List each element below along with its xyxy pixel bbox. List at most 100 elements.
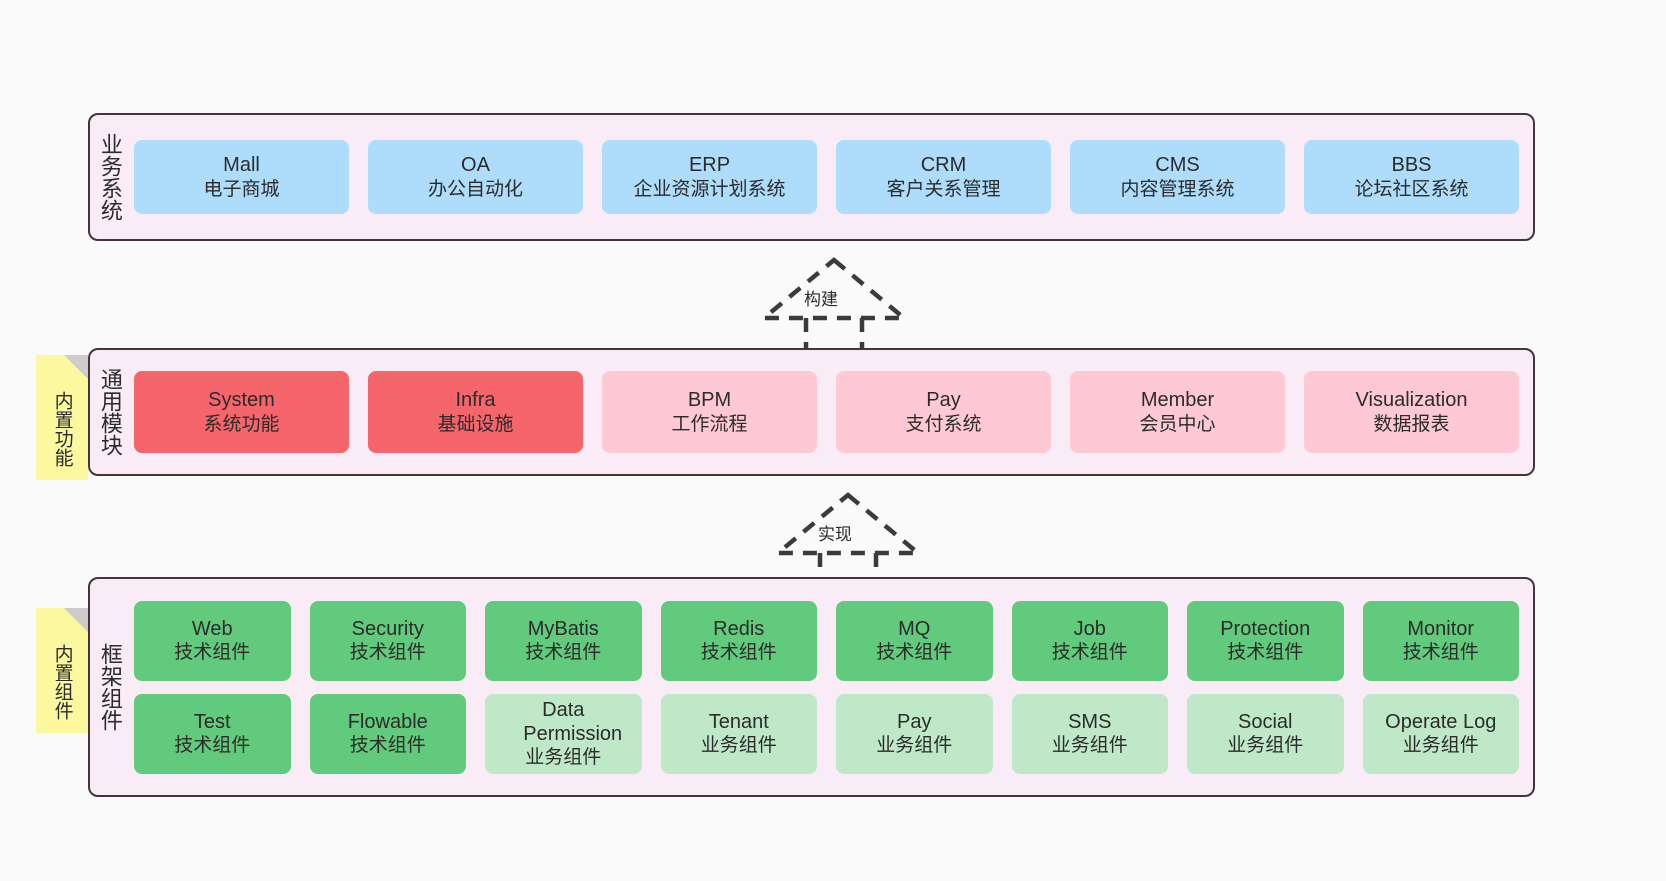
card-visualization[interactable]: Visualization 数据报表	[1304, 371, 1519, 453]
card-subtitle: 技术组件	[174, 642, 251, 664]
card-row: Mall 电子商城 OA 办公自动化 ERP 企业资源计划系统 CRM 客户关系…	[134, 140, 1519, 214]
card-subtitle: 业务组件	[1227, 735, 1304, 757]
card-subtitle: 技术组件	[876, 642, 953, 664]
card-title: Social	[1238, 710, 1293, 733]
card-title: Test	[193, 710, 231, 733]
card-infra[interactable]: Infra 基础设施	[368, 371, 583, 453]
layer-framework-component-body: Web 技术组件 Security 技术组件 MyBatis 技术组件 Redi…	[130, 579, 1533, 795]
card-row: System 系统功能 Infra 基础设施 BPM 工作流程 Pay 支付系统…	[134, 371, 1519, 453]
card-subtitle: 技术组件	[349, 642, 426, 664]
card-mybatis[interactable]: MyBatis 技术组件	[485, 600, 642, 681]
layer-framework-component: 框架组件 Web 技术组件 Security 技术组件 MyBatis 技术组件…	[88, 577, 1535, 797]
card-subtitle: 业务组件	[876, 735, 953, 757]
card-title: MyBatis	[527, 617, 599, 640]
card-subtitle: 基础设施	[437, 413, 514, 435]
card-title: MQ	[898, 617, 931, 640]
card-subtitle: 业务组件	[525, 747, 602, 769]
card-subtitle: 电子商城	[203, 178, 280, 200]
card-subtitle: 工作流程	[671, 413, 748, 435]
card-security[interactable]: Security 技术组件	[309, 600, 466, 681]
card-crm[interactable]: CRM 客户关系管理	[836, 140, 1051, 214]
card-title: SMS	[1068, 710, 1112, 733]
card-bpm[interactable]: BPM 工作流程	[602, 371, 817, 453]
card-title: Web	[191, 617, 233, 640]
card-title: BPM	[687, 389, 732, 412]
card-monitor[interactable]: Monitor 技术组件	[1362, 600, 1519, 681]
layer-common-module-label: 通用模块	[97, 368, 123, 456]
card-title: Infra	[455, 389, 496, 412]
dashed-stem-icon	[803, 318, 865, 352]
card-title: BBS	[1391, 154, 1432, 177]
card-flowable[interactable]: Flowable 技术组件	[309, 693, 466, 774]
note-builtin-component: 内置组件	[36, 608, 88, 733]
layer-framework-component-label: 框架组件	[97, 643, 123, 731]
card-operate-log[interactable]: Operate Log 业务组件	[1362, 693, 1519, 774]
card-erp[interactable]: ERP 企业资源计划系统	[602, 140, 817, 214]
layer-business-system-label: 业务系统	[97, 133, 123, 221]
layer-business-system: 业务系统 Mall 电子商城 OA 办公自动化 ERP 企业资源计划系统 CRM…	[88, 113, 1535, 241]
layer-common-module: 通用模块 System 系统功能 Infra 基础设施 BPM 工作流程 Pay…	[88, 348, 1535, 476]
card-subtitle: 会员中心	[1139, 413, 1216, 435]
card-redis[interactable]: Redis 技术组件	[660, 600, 817, 681]
card-title: Data Permission	[523, 698, 623, 745]
card-title: Redis	[713, 617, 765, 640]
card-title: Pay	[926, 389, 961, 412]
triangle-arrowhead-icon	[757, 257, 911, 321]
card-tenant[interactable]: Tenant 业务组件	[660, 693, 817, 774]
card-title: Pay	[897, 710, 932, 733]
card-bbs[interactable]: BBS 论坛社区系统	[1304, 140, 1519, 214]
card-subtitle: 数据报表	[1373, 413, 1450, 435]
card-cms[interactable]: CMS 内容管理系统	[1070, 140, 1285, 214]
card-title: Mall	[223, 154, 260, 177]
card-title: System	[208, 389, 275, 412]
card-data-permission[interactable]: Data Permission 业务组件	[485, 693, 642, 774]
card-oa[interactable]: OA 办公自动化	[368, 140, 583, 214]
card-system[interactable]: System 系统功能	[134, 371, 349, 453]
card-subtitle: 支付系统	[905, 413, 982, 435]
card-title: Flowable	[347, 710, 428, 733]
card-title: CMS	[1155, 154, 1200, 177]
card-mq[interactable]: MQ 技术组件	[836, 600, 993, 681]
card-job[interactable]: Job 技术组件	[1011, 600, 1168, 681]
card-social[interactable]: Social 业务组件	[1187, 693, 1344, 774]
connector-implement: 实现	[770, 487, 930, 587]
card-pay-module[interactable]: Pay 支付系统	[836, 371, 1051, 453]
layer-business-system-body: Mall 电子商城 OA 办公自动化 ERP 企业资源计划系统 CRM 客户关系…	[130, 115, 1533, 239]
card-title: Protection	[1220, 617, 1311, 640]
card-title: Monitor	[1407, 617, 1475, 640]
card-subtitle: 内容管理系统	[1120, 178, 1235, 200]
card-subtitle: 业务组件	[1051, 735, 1128, 757]
card-subtitle: 业务组件	[700, 735, 777, 757]
card-subtitle: 技术组件	[174, 735, 251, 757]
layer-common-module-body: System 系统功能 Infra 基础设施 BPM 工作流程 Pay 支付系统…	[130, 350, 1533, 474]
card-title: ERP	[688, 154, 731, 177]
card-title: OA	[461, 154, 490, 177]
card-title: Operate Log	[1385, 710, 1497, 733]
note-builtin-function-text: 内置功能	[51, 390, 73, 467]
note-builtin-component-text: 内置组件	[51, 643, 73, 720]
card-member[interactable]: Member 会员中心	[1070, 371, 1285, 453]
card-sms[interactable]: SMS 业务组件	[1011, 693, 1168, 774]
connector-build: 构建	[756, 252, 916, 352]
card-subtitle: 技术组件	[1227, 642, 1304, 664]
card-test[interactable]: Test 技术组件	[134, 693, 291, 774]
card-protection[interactable]: Protection 技术组件	[1187, 600, 1344, 681]
card-subtitle: 技术组件	[700, 642, 777, 664]
card-title: CRM	[920, 154, 967, 177]
card-subtitle: 技术组件	[525, 642, 602, 664]
card-pay-component[interactable]: Pay 业务组件	[836, 693, 993, 774]
note-builtin-function: 内置功能	[36, 355, 88, 480]
card-title: Tenant	[708, 710, 769, 733]
card-web[interactable]: Web 技术组件	[134, 600, 291, 681]
connector-build-label: 构建	[802, 285, 840, 310]
card-title: Member	[1140, 389, 1215, 412]
card-subtitle: 技术组件	[1402, 642, 1479, 664]
card-mall[interactable]: Mall 电子商城	[134, 140, 349, 214]
card-title: Job	[1073, 617, 1106, 640]
card-row: Test 技术组件 Flowable 技术组件 Data Permission …	[134, 693, 1519, 774]
card-subtitle: 企业资源计划系统	[633, 178, 786, 200]
triangle-arrowhead-icon	[771, 492, 925, 556]
card-subtitle: 技术组件	[1051, 642, 1128, 664]
card-subtitle: 办公自动化	[427, 178, 523, 200]
